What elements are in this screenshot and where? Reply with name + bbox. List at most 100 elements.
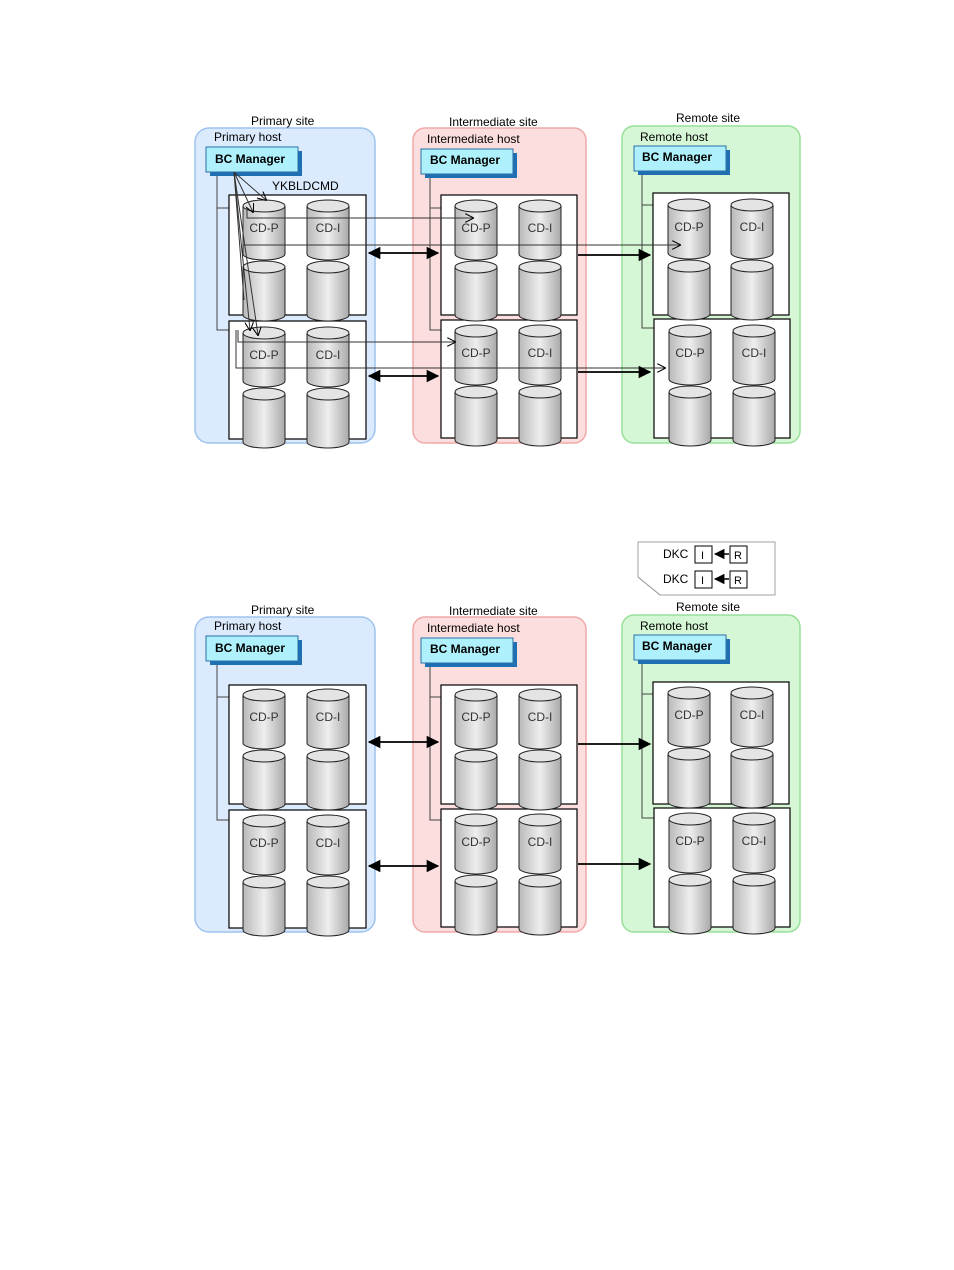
volume-cylinder xyxy=(454,874,498,936)
volume-cylinder xyxy=(668,385,712,447)
command-label: YKBLDCMD xyxy=(272,179,339,193)
volume-cylinder xyxy=(667,259,711,321)
volume-cylinder: CD-P xyxy=(667,198,711,260)
volume-label: CD-I xyxy=(316,221,341,235)
volume-label: CD-P xyxy=(249,836,278,850)
volume-cylinder: CD-P xyxy=(242,688,286,750)
volume-cylinder: CD-P xyxy=(668,812,712,874)
volume-cylinder: CD-I xyxy=(732,324,776,386)
volume-cylinder xyxy=(306,260,350,322)
legend-prefix: DKC xyxy=(663,547,689,561)
volume-cylinder: CD-P xyxy=(242,814,286,876)
primary-bc-manager: BC Manager xyxy=(205,635,302,665)
volume-cylinder: CD-I xyxy=(306,199,350,261)
volume-cylinder xyxy=(242,260,286,322)
remote-site-label: Remote site xyxy=(676,111,740,125)
volume-label: CD-I xyxy=(742,834,767,848)
primary-bc-manager: BC Manager xyxy=(205,146,302,176)
volume-label: CD-I xyxy=(740,708,765,722)
volume-cylinder: CD-I xyxy=(306,326,350,388)
legend-right: R xyxy=(734,550,742,562)
remote-site-label: Remote site xyxy=(676,600,740,614)
volume-cylinder: CD-I xyxy=(518,813,562,875)
volume-cylinder xyxy=(667,747,711,809)
volume-label: CD-P xyxy=(249,221,278,235)
legend-left: I xyxy=(701,550,704,562)
volume-label: CD-P xyxy=(249,710,278,724)
legend-prefix: DKC xyxy=(663,572,689,586)
volume-label: CD-P xyxy=(675,346,704,360)
command-arrows xyxy=(233,171,680,368)
volume-label: CD-I xyxy=(316,710,341,724)
volume-label: CD-P xyxy=(674,220,703,234)
volume-cylinder xyxy=(306,875,350,937)
legend-left: I xyxy=(701,575,704,587)
volume-cylinder xyxy=(306,749,350,811)
volume-cylinder: CD-P xyxy=(242,326,286,388)
volume-cylinder: CD-I xyxy=(732,812,776,874)
volume-label: CD-I xyxy=(528,346,553,360)
volume-cylinder xyxy=(242,387,286,449)
volume-cylinder xyxy=(454,749,498,811)
volume-cylinder xyxy=(518,874,562,936)
volume-cylinder xyxy=(454,260,498,322)
volume-label: CD-P xyxy=(674,708,703,722)
primary-site-label: Primary site xyxy=(251,114,315,128)
remote-bc-manager: BC Manager xyxy=(633,634,730,664)
volume-cylinder xyxy=(454,385,498,447)
volume-cylinder: CD-I xyxy=(306,814,350,876)
bc-manager-label: BC Manager xyxy=(430,642,500,656)
volume-cylinder xyxy=(306,387,350,449)
volume-cylinder: CD-P xyxy=(454,324,498,386)
volume-cylinder: CD-I xyxy=(730,198,774,260)
volume-cylinder xyxy=(518,260,562,322)
bc-manager-label: BC Manager xyxy=(430,153,500,167)
volume-cylinder: CD-P xyxy=(242,199,286,261)
intermediate-bc-manager: BC Manager xyxy=(420,637,517,667)
intermediate-host-label: Intermediate host xyxy=(427,621,520,635)
volume-cylinder xyxy=(518,385,562,447)
volume-cylinder xyxy=(518,749,562,811)
volume-group: CD-P CD-I CD-P CD-I CD-P CD-I CD-P CD-I CD-P CD-I… xyxy=(242,686,776,937)
legend-right: R xyxy=(734,575,742,587)
intermediate-site-label: Intermediate site xyxy=(449,115,538,129)
primary-host-label: Primary host xyxy=(214,130,282,144)
volume-label: CD-P xyxy=(461,221,490,235)
intermediate-host-label: Intermediate host xyxy=(427,132,520,146)
remote-bc-manager: BC Manager xyxy=(633,145,730,175)
intermediate-bc-manager: BC Manager xyxy=(420,148,517,178)
volume-cylinder xyxy=(668,873,712,935)
volume-cylinder: CD-I xyxy=(518,324,562,386)
legend: DKC I R DKC I R xyxy=(637,541,776,596)
volume-label: CD-I xyxy=(528,221,553,235)
volume-cylinder: CD-P xyxy=(454,813,498,875)
replication-arrows xyxy=(367,246,652,383)
volume-label: CD-I xyxy=(528,710,553,724)
volume-cylinder xyxy=(242,875,286,937)
volume-label: CD-P xyxy=(249,348,278,362)
bc-manager-label: BC Manager xyxy=(215,152,285,166)
volume-label: CD-I xyxy=(740,220,765,234)
bc-manager-label: BC Manager xyxy=(642,150,712,164)
volume-cylinder xyxy=(730,259,774,321)
volume-cylinder: CD-I xyxy=(306,688,350,750)
remote-host-label: Remote host xyxy=(640,130,709,144)
volume-cylinder xyxy=(242,749,286,811)
volume-cylinder: CD-P xyxy=(454,199,498,261)
volume-label: CD-I xyxy=(528,835,553,849)
volume-label: CD-P xyxy=(461,710,490,724)
primary-host-label: Primary host xyxy=(214,619,282,633)
volume-label: CD-P xyxy=(675,834,704,848)
diagram-top: Primary site Intermediate site Remote si… xyxy=(194,111,801,449)
volume-label: CD-P xyxy=(461,346,490,360)
intermediate-site-label: Intermediate site xyxy=(449,604,538,618)
diagram-bottom: Primary site Intermediate site Remote si… xyxy=(194,600,801,937)
legend-row: DKC I R xyxy=(663,570,748,589)
volume-label: CD-I xyxy=(316,836,341,850)
replication-arrows xyxy=(367,735,652,873)
volume-cylinder xyxy=(730,747,774,809)
primary-site-label: Primary site xyxy=(251,603,315,617)
bc-manager-label: BC Manager xyxy=(642,639,712,653)
volume-cylinder: CD-I xyxy=(518,199,562,261)
